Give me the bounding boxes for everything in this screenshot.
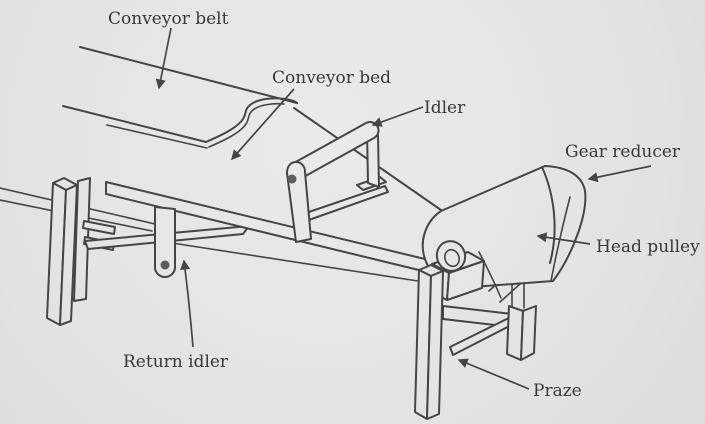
right-leg-side-face (426, 270, 444, 420)
head-pulley-arrow (536, 232, 591, 245)
belt-top-edge (79, 46, 298, 104)
label-gear-reducer: Gear reducer (565, 142, 681, 162)
belt-thickness-line (106, 124, 208, 149)
label-praze: Praze (533, 381, 582, 401)
return-idler-strap (153, 206, 176, 278)
left-back-leg (73, 177, 91, 302)
label-head-pulley: Head pulley (596, 237, 700, 257)
idler-arrow (371, 106, 424, 127)
return-idler-pivot (160, 260, 170, 270)
praze-arrow (457, 358, 530, 390)
idler-assembly (286, 121, 389, 243)
belt-bottom-edge (62, 105, 207, 143)
belt-torn-edge (205, 97, 298, 143)
labels: Conveyor belt Conveyor bed Idler Gear re… (108, 9, 700, 401)
label-return-idler: Return idler (123, 352, 229, 372)
belt-torn-edge-echo (208, 102, 285, 148)
left-front-leg (46, 177, 78, 326)
return-idler-bracket (153, 206, 176, 278)
right-back-leg-side-face (520, 305, 537, 361)
label-conveyor-bed: Conveyor bed (272, 68, 391, 88)
label-idler: Idler (424, 98, 466, 118)
left-leg-side-face (59, 184, 78, 326)
conveyor-bed-arrow (231, 88, 295, 161)
belt-hang-edge (550, 196, 571, 282)
leader-arrows (155, 27, 652, 390)
return-idler-arrow (180, 259, 194, 348)
return-belt-to-head-line (171, 242, 419, 282)
left-cross-bar-1 (82, 220, 116, 235)
bearing-ring-inner (444, 248, 460, 268)
idler-pivot (287, 174, 297, 184)
label-conveyor-belt: Conveyor belt (108, 9, 229, 29)
head-pulley-drum (421, 165, 587, 301)
conveyor-belt-drawing (62, 46, 298, 149)
gear-reducer-cap (541, 166, 556, 264)
conveyor-belt-arrow (155, 27, 172, 90)
belt-under-drum-curve (478, 251, 502, 299)
gear-reducer-arrow (587, 165, 652, 183)
right-front-leg (414, 264, 444, 420)
